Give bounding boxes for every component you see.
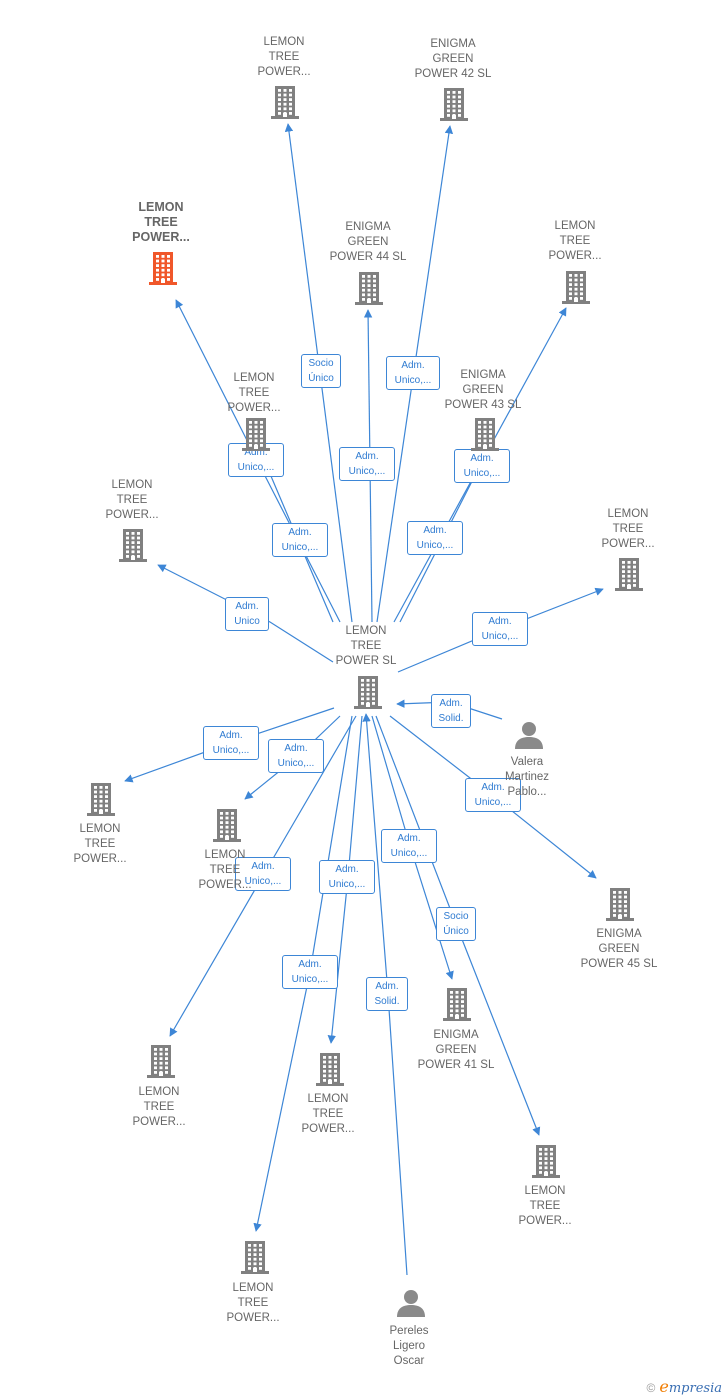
node-label-n3[interactable]: LEMON TREE POWER... (132, 200, 190, 244)
node-label-n11[interactable]: LEMON TREE POWER... (73, 823, 127, 865)
node-label-n6[interactable]: LEMON TREE POWER... (105, 479, 159, 521)
building-icon-n2[interactable] (439, 86, 469, 127)
node-label-n9[interactable]: LEMON TREE POWER... (601, 508, 655, 550)
node-label-n5[interactable]: LEMON TREE POWER... (227, 372, 281, 414)
building-icon-n18[interactable] (240, 1239, 270, 1280)
edge-center-n6 (157, 564, 334, 663)
node-label-center[interactable]: LEMON TREE POWER SL (335, 625, 397, 667)
person-icon-n19[interactable] (396, 1288, 426, 1323)
edge-label-n4[interactable]: Adm. Unico,... (339, 447, 395, 481)
node-label-n8[interactable]: LEMON TREE POWER... (548, 220, 602, 262)
edge-label-center[interactable]: Adm. Solid. (366, 977, 408, 1011)
edge-label-n17[interactable]: Socio Único (436, 907, 476, 941)
building-icon-n6[interactable] (118, 527, 148, 568)
edge-label-n6[interactable]: Adm. Unico (225, 597, 269, 631)
node-label-n7[interactable]: ENIGMA GREEN POWER 43 SL (444, 369, 522, 411)
edge-label-n7[interactable]: Adm. Unico,... (454, 449, 510, 483)
node-label-n13[interactable]: ENIGMA GREEN POWER 45 SL (580, 928, 658, 970)
brand-logo-letter: e (659, 1377, 669, 1396)
building-icon-n16[interactable] (315, 1051, 345, 1092)
edge-label-n14[interactable]: Adm. Unico,... (381, 829, 437, 863)
node-label-n4[interactable]: ENIGMA GREEN POWER 44 SL (329, 221, 407, 263)
node-label-n10[interactable]: Valera Martinez Pablo... (504, 756, 550, 798)
building-icon-n1[interactable] (270, 84, 300, 125)
person-icon-n10[interactable] (514, 720, 544, 755)
building-icon-n17[interactable] (531, 1143, 561, 1184)
building-icon-n7[interactable] (470, 416, 500, 457)
building-icon-n8[interactable] (561, 269, 591, 310)
building-icon-n11[interactable] (86, 781, 116, 822)
building-icon-n13[interactable] (605, 886, 635, 927)
node-label-n2[interactable]: ENIGMA GREEN POWER 42 SL (414, 38, 492, 80)
node-label-n17[interactable]: LEMON TREE POWER... (518, 1185, 572, 1227)
edge-label-n13[interactable]: Adm. Unico,... (465, 778, 521, 812)
edge-label-n11[interactable]: Adm. Unico,... (203, 726, 259, 760)
node-label-n16[interactable]: LEMON TREE POWER... (301, 1093, 355, 1135)
edge-label-n16[interactable]: Adm. Unico,... (319, 860, 375, 894)
building-icon-n4[interactable] (354, 270, 384, 311)
node-label-n18[interactable]: LEMON TREE POWER... (226, 1282, 280, 1324)
edge-label-n5[interactable]: Adm. Unico,... (272, 523, 328, 557)
edge-label-n15[interactable]: Adm. Unico,... (235, 857, 291, 891)
building-icon-n12[interactable] (212, 807, 242, 848)
building-icon-center[interactable] (353, 674, 383, 715)
building-icon-n14[interactable] (442, 986, 472, 1027)
node-label-n19[interactable]: Pereles Ligero Oscar (389, 1325, 429, 1367)
building-icon-n9[interactable] (614, 556, 644, 597)
node-label-n12[interactable]: LEMON TREE POWER... (198, 849, 252, 891)
building-icon-n5[interactable] (241, 416, 271, 457)
brand-logo-text: mpresia (668, 1381, 722, 1396)
edge-label-n2[interactable]: Adm. Unico,... (386, 356, 440, 390)
brand-watermark: ©empresia (647, 1377, 722, 1396)
edge-label-n1[interactable]: Socio Único (301, 354, 341, 388)
building-icon-n3[interactable] (148, 250, 178, 291)
building-icon-n15[interactable] (146, 1043, 176, 1084)
edge-label-n12[interactable]: Adm. Unico,... (268, 739, 324, 773)
copyright-symbol: © (646, 1381, 656, 1395)
edge-label-n18[interactable]: Adm. Unico,... (282, 955, 338, 989)
node-label-n14[interactable]: ENIGMA GREEN POWER 41 SL (417, 1029, 495, 1071)
edge-label-n9[interactable]: Adm. Unico,... (472, 612, 528, 646)
node-label-n1[interactable]: LEMON TREE POWER... (257, 36, 311, 78)
node-label-n15[interactable]: LEMON TREE POWER... (132, 1086, 186, 1128)
edge-label-n8[interactable]: Adm. Unico,... (407, 521, 463, 555)
edge-label-center[interactable]: Adm. Solid. (431, 694, 471, 728)
